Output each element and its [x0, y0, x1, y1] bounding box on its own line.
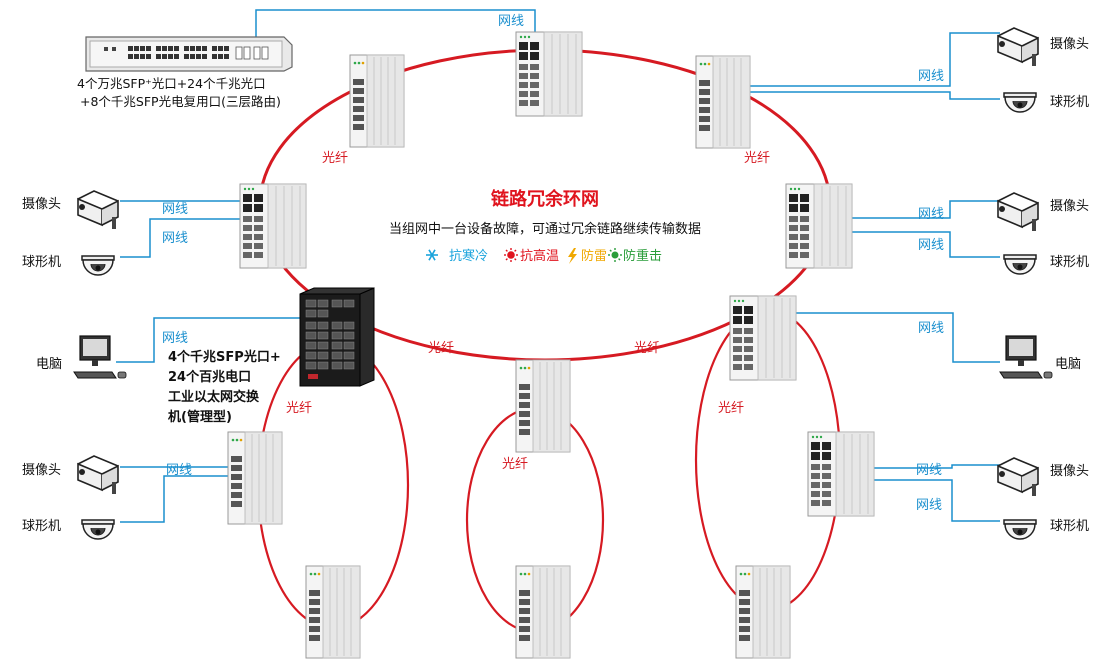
- label-camera-top-right: 摄像头: [1050, 37, 1089, 52]
- ring-switch-bottom-right: [729, 295, 797, 381]
- ring-switch-left: [239, 183, 307, 269]
- net-label-mid-right-1: 网线: [918, 207, 944, 222]
- net-label-mid-left-1: 网线: [162, 202, 188, 217]
- camera-icon-bottom-left: [77, 455, 119, 495]
- managed-industrial-switch: [299, 287, 375, 387]
- fiber-label-bottom-right: 光纤: [634, 341, 660, 356]
- feature-label-lightning: 防雷: [581, 248, 607, 264]
- subring-switch-left-bottom: [305, 565, 361, 659]
- net-label-pc-left: 网线: [162, 331, 188, 346]
- dome-camera-icon-bottom-left: [81, 519, 115, 540]
- net-label-mid-right-2: 网线: [918, 238, 944, 253]
- subring-switch-center-bottom: [515, 565, 571, 659]
- ring-switch-bottom-center: [515, 359, 571, 453]
- managed-switch-desc-line3: 工业以太网交换: [168, 389, 260, 405]
- network-cables: [116, 9, 1000, 523]
- core-switch-spec-line2: +8个千兆SFP光电复用口(三层路由): [80, 94, 281, 109]
- label-dome-mid-left: 球形机: [22, 255, 61, 270]
- feature-label-cold: 抗寒冷: [449, 248, 488, 264]
- sun-icon: [504, 248, 518, 262]
- snowflake-icon: [426, 249, 438, 261]
- ring-switch-top-left: [349, 54, 405, 148]
- label-pc-left: 电脑: [36, 357, 62, 372]
- fiber-label-bottom-left: 光纤: [428, 341, 454, 356]
- ring-switch-right: [785, 183, 853, 269]
- managed-switch-desc-line4: 机(管理型): [168, 409, 232, 425]
- label-pc-right: 电脑: [1055, 357, 1081, 372]
- pc-icon-left: [73, 335, 127, 379]
- dome-camera-icon-bottom-right: [1003, 519, 1037, 540]
- camera-icon-top-right: [997, 27, 1039, 67]
- net-label-bottom-right-2: 网线: [916, 498, 942, 513]
- net-label-bottom-right-1: 网线: [916, 463, 942, 478]
- label-camera-bottom-left: 摄像头: [22, 463, 61, 478]
- feature-label-impact: 防重击: [623, 248, 662, 264]
- net-label-core: 网线: [498, 14, 524, 29]
- fiber-label-subring-center: 光纤: [502, 457, 528, 472]
- label-dome-top-right: 球形机: [1050, 95, 1089, 110]
- ring-switch-top-right: [695, 55, 751, 149]
- dome-camera-icon-mid-left: [81, 255, 115, 276]
- dome-camera-icon-top-right: [1003, 92, 1037, 113]
- net-label-bottom-left: 网线: [166, 463, 192, 478]
- dome-camera-icon-mid-right: [1003, 254, 1037, 275]
- label-dome-bottom-left: 球形机: [22, 519, 61, 534]
- core-rack-switch: [85, 36, 293, 72]
- feature-row: 抗寒冷 抗高温 防雷 防重击: [426, 248, 662, 264]
- subring-switch-left-top: [227, 431, 283, 525]
- pc-icon-right: [999, 335, 1053, 379]
- label-camera-mid-right: 摄像头: [1050, 199, 1089, 214]
- impact-icon: [608, 248, 622, 262]
- camera-icon-mid-left: [77, 190, 119, 230]
- label-camera-mid-left: 摄像头: [22, 197, 61, 212]
- camera-icon-bottom-right: [997, 457, 1039, 497]
- ring-title: 链路冗余环网: [491, 188, 599, 210]
- net-label-pc-right: 网线: [918, 321, 944, 336]
- subring-switch-right-bottom: [735, 565, 791, 659]
- managed-switch-desc-line1: 4个千兆SFP光口+: [168, 349, 281, 365]
- net-label-top-right: 网线: [918, 69, 944, 84]
- core-switch-spec-line1: 4个万兆SFP⁺光口+24个千兆光口: [77, 76, 266, 91]
- feature-label-heat: 抗高温: [520, 248, 559, 264]
- net-label-mid-left-2: 网线: [162, 231, 188, 246]
- ring-subtitle: 当组网中一台设备故障，可通过冗余链路继续传输数据: [389, 221, 701, 237]
- label-camera-bottom-right: 摄像头: [1050, 464, 1089, 479]
- subring-switch-right-top: [807, 431, 875, 517]
- ring-switch-top-center: [515, 31, 583, 117]
- fiber-label-top-right: 光纤: [744, 151, 770, 166]
- managed-switch-desc-line2: 24个百兆电口: [168, 369, 251, 385]
- fiber-label-subring-left: 光纤: [286, 401, 312, 416]
- label-dome-mid-right: 球形机: [1050, 255, 1089, 270]
- label-dome-bottom-right: 球形机: [1050, 519, 1089, 534]
- fiber-label-subring-right: 光纤: [718, 401, 744, 416]
- fiber-label-top-left: 光纤: [322, 151, 348, 166]
- camera-icon-mid-right: [997, 192, 1039, 232]
- lightning-icon: [568, 248, 577, 264]
